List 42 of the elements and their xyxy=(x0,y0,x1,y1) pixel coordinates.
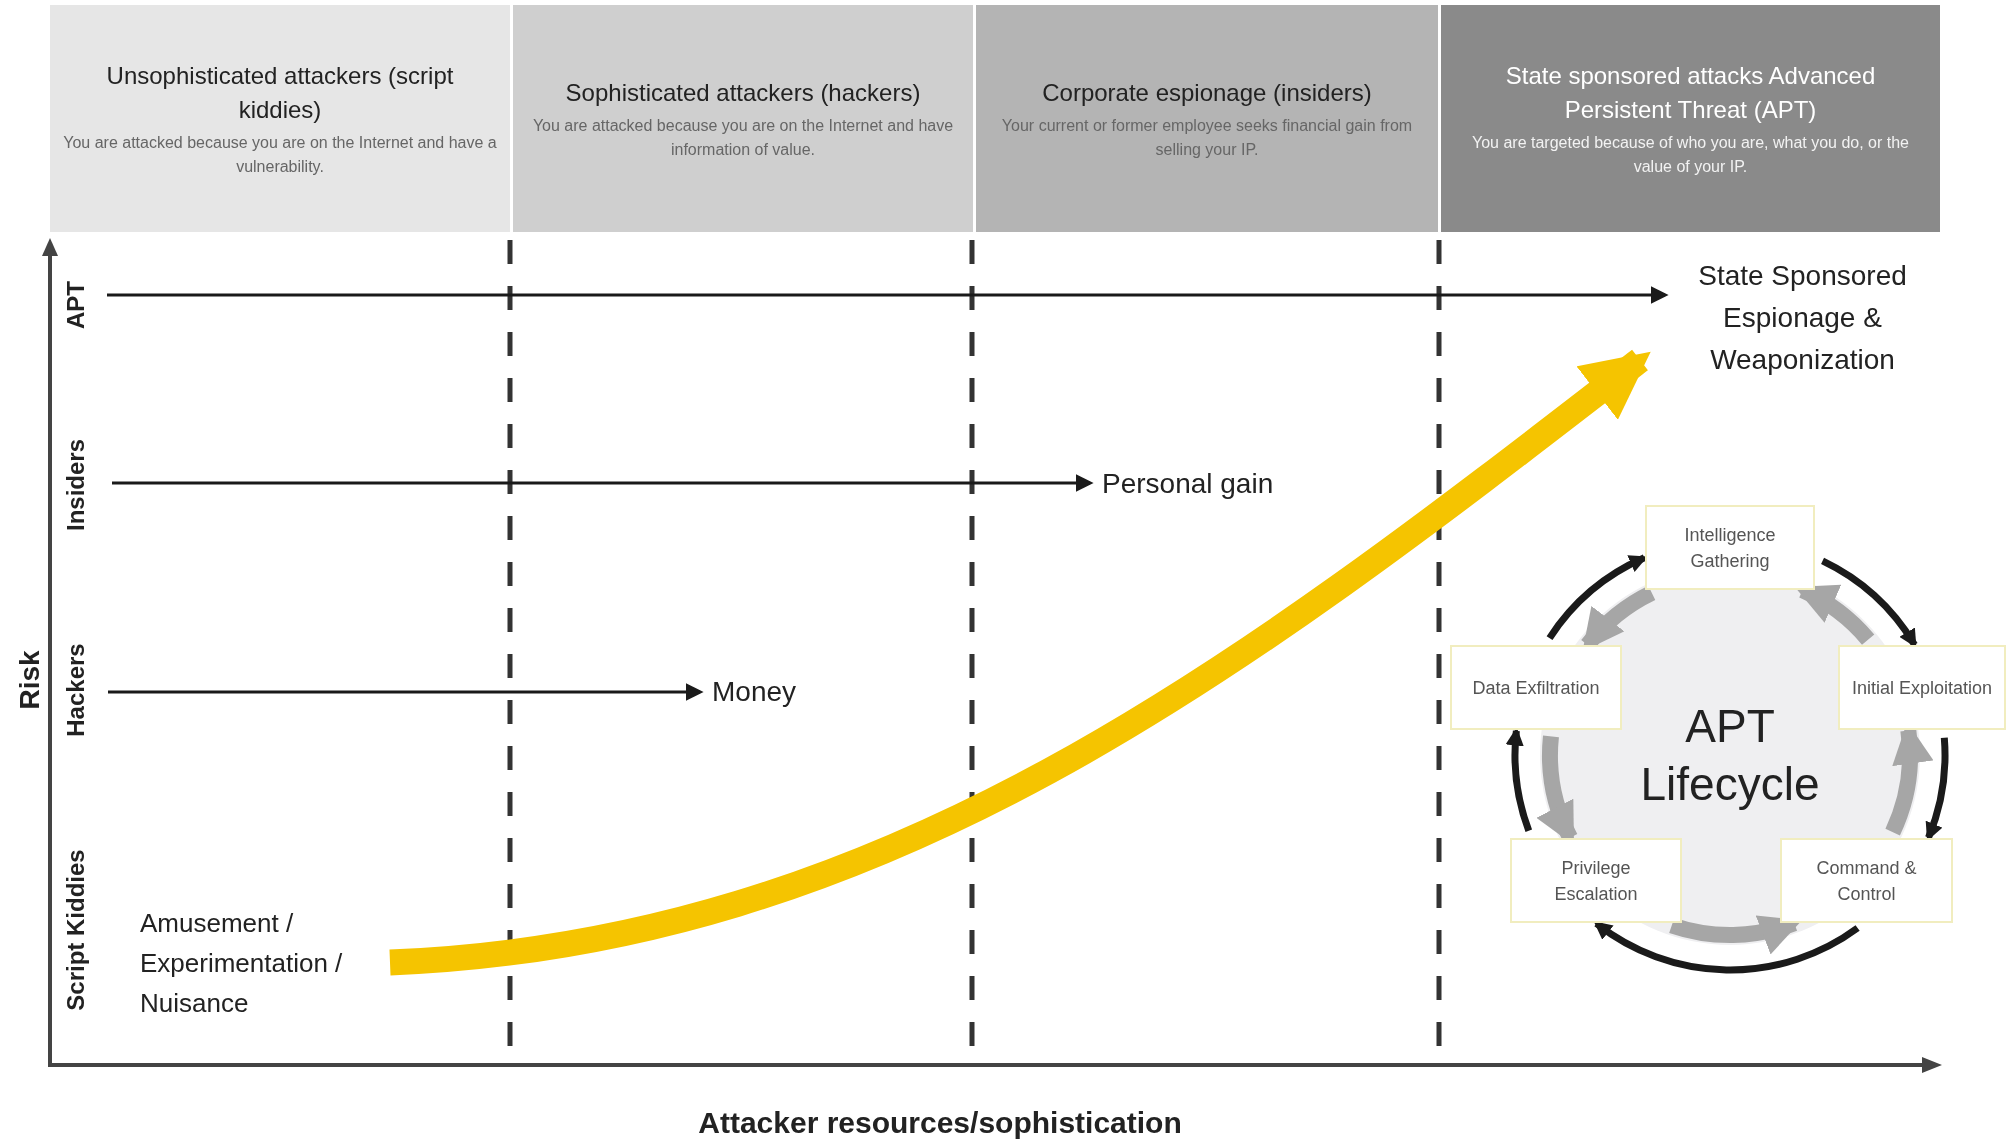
arrow xyxy=(1546,554,1648,641)
stage-label: Command & Control xyxy=(1815,856,1918,906)
arrow xyxy=(112,474,1094,492)
header-panel xyxy=(1441,5,1940,232)
panel-description: You are attacked because you are on the Internet and have information of value. xyxy=(531,115,955,160)
panel-title: Unsophisticated attackers (script kiddies) xyxy=(105,60,455,125)
panel-description: You are targeted because of who you are, what you do, or the value of your IP. xyxy=(1470,132,1910,177)
panel-title: Sophisticated attackers (hackers) xyxy=(565,77,921,108)
arrow xyxy=(107,286,1669,304)
header-panel xyxy=(976,5,1438,232)
arrow xyxy=(1795,583,1874,646)
stage-label: Initial Exploitation xyxy=(1851,676,1993,700)
stage-box xyxy=(1645,505,1815,590)
curved-arrow xyxy=(388,349,1651,976)
stage-label: Privilege Escalation xyxy=(1553,856,1639,906)
arrow xyxy=(1593,920,1860,974)
row-label: APT xyxy=(61,281,90,329)
circle-title: APT Lifecycle xyxy=(1639,699,1821,812)
header-panel xyxy=(50,5,510,232)
outcome-label: State Sponsored Espionage & Weaponization xyxy=(1697,258,1908,377)
stage-box xyxy=(1838,645,2006,730)
arrow xyxy=(108,683,704,701)
panel-description: Your current or former employee seeks financial gain from selling your IP. xyxy=(1000,115,1414,160)
outcome-label: Amusement / Experimentation / Nuisance xyxy=(140,906,344,1020)
axis-title: Risk xyxy=(13,650,46,710)
outcome-label: Personal gain xyxy=(1102,467,1274,501)
row-label: Hackers xyxy=(61,643,90,737)
panel-title: State sponsored attacks Advanced Persistent Threat (APT) xyxy=(1504,60,1877,125)
panel-description: You are attacked because you are on the Internet and have a vulnerability. xyxy=(62,132,498,177)
panel-title: Corporate espionage (insiders) xyxy=(1042,77,1372,108)
stage-box xyxy=(1510,838,1682,923)
stage-label: Intelligence Gathering xyxy=(1683,523,1777,573)
stage-box xyxy=(1780,838,1953,923)
row-label: Insiders xyxy=(61,439,90,531)
arrow xyxy=(1506,727,1533,832)
axis-title: Attacker resources/sophistication xyxy=(698,1104,1182,1141)
stage-box xyxy=(1450,645,1622,730)
row-label: Script Kiddies xyxy=(61,849,90,1011)
header-panel xyxy=(513,5,973,232)
outcome-label: Money xyxy=(712,675,797,709)
arrow xyxy=(1820,557,1918,648)
stage-label: Data Exfiltration xyxy=(1472,676,1600,700)
